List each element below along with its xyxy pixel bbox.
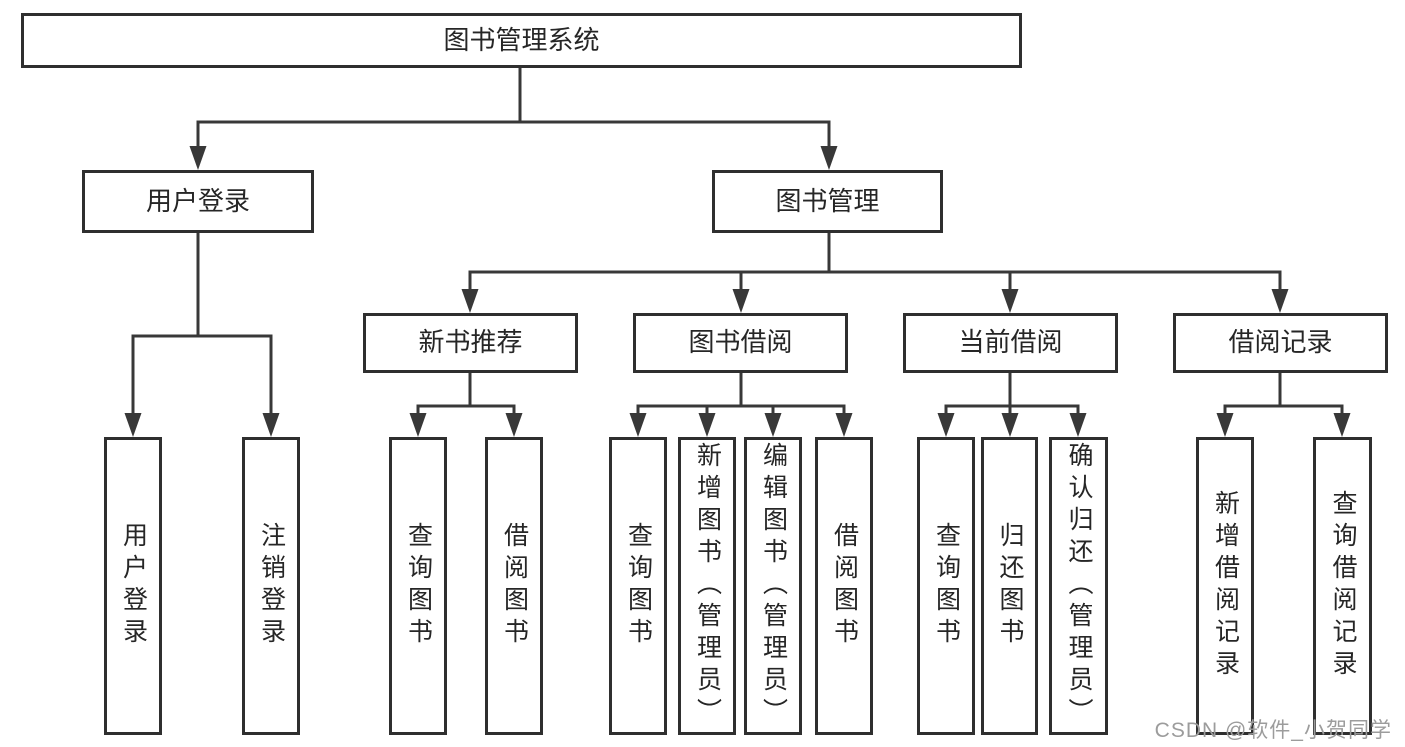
arrowhead-icon bbox=[1069, 413, 1087, 437]
leaf-logout: 注销登录 bbox=[242, 437, 300, 735]
leaf-label: 用户登录 bbox=[119, 522, 148, 650]
leaf-label: 查询图书 bbox=[404, 522, 433, 650]
arrowhead-icon bbox=[937, 413, 955, 437]
arrowhead-icon bbox=[124, 413, 142, 437]
node-user-login: 用户登录 bbox=[82, 170, 314, 233]
node-book-management: 图书管理 bbox=[712, 170, 943, 233]
leaf-user-login: 用户登录 bbox=[104, 437, 162, 735]
leaf-return-book: 归还图书 bbox=[981, 437, 1038, 735]
leaf-borrow-books-recommend: 借阅图书 bbox=[485, 437, 543, 735]
arrowhead-icon bbox=[505, 413, 523, 437]
leaf-borrow-books: 借阅图书 bbox=[815, 437, 873, 735]
leaf-label: 借阅图书 bbox=[500, 522, 529, 650]
node-label: 新书推荐 bbox=[418, 327, 523, 358]
node-label: 用户登录 bbox=[145, 185, 250, 216]
arrowhead-icon bbox=[262, 413, 280, 437]
leaf-add-book-admin: 新增图书（管理员） bbox=[678, 437, 736, 735]
arrowhead-icon bbox=[1216, 413, 1234, 437]
arrowhead-icon bbox=[732, 289, 750, 313]
node-label: 借阅记录 bbox=[1228, 327, 1333, 358]
node-label: 当前借阅 bbox=[958, 327, 1063, 358]
node-current-borrow: 当前借阅 bbox=[903, 313, 1118, 373]
leaf-label: 新增借阅记录 bbox=[1211, 490, 1240, 682]
leaf-confirm-return-admin: 确认归还（管理员） bbox=[1049, 437, 1108, 735]
leaf-query-books-current: 查询图书 bbox=[917, 437, 975, 735]
leaf-label: 注销登录 bbox=[257, 522, 286, 650]
leaf-query-books-borrow: 查询图书 bbox=[609, 437, 667, 735]
arrowhead-icon bbox=[409, 413, 427, 437]
leaf-label: 编辑图书（管理员） bbox=[759, 442, 788, 730]
node-label: 图书管理 bbox=[775, 185, 880, 216]
node-label: 图书管理系统 bbox=[443, 24, 600, 55]
arrowhead-icon bbox=[1333, 413, 1351, 437]
arrowhead-icon bbox=[820, 146, 838, 170]
node-label: 图书借阅 bbox=[688, 327, 793, 358]
node-borrow-records: 借阅记录 bbox=[1173, 313, 1388, 373]
node-new-book-recommend: 新书推荐 bbox=[363, 313, 578, 373]
arrowhead-icon bbox=[764, 413, 782, 437]
arrowhead-icon bbox=[1271, 289, 1289, 313]
arrowhead-icon bbox=[629, 413, 647, 437]
leaf-label: 确认归还（管理员） bbox=[1065, 442, 1093, 730]
leaf-label: 查询图书 bbox=[624, 522, 653, 650]
leaf-label: 查询借阅记录 bbox=[1329, 490, 1357, 682]
csdn-watermark: CSDN @软件_小贺同学 bbox=[1154, 719, 1392, 742]
leaf-label: 借阅图书 bbox=[830, 522, 859, 650]
leaf-label: 新增图书（管理员） bbox=[693, 442, 722, 730]
leaf-query-books-recommend: 查询图书 bbox=[389, 437, 447, 735]
leaf-edit-book-admin: 编辑图书（管理员） bbox=[744, 437, 802, 735]
arrowhead-icon bbox=[1001, 413, 1019, 437]
leaf-label: 归还图书 bbox=[996, 522, 1024, 650]
arrowhead-icon bbox=[698, 413, 716, 437]
arrowhead-icon bbox=[835, 413, 853, 437]
leaf-query-borrow-record: 查询借阅记录 bbox=[1313, 437, 1372, 735]
arrowhead-icon bbox=[189, 146, 207, 170]
node-library-system: 图书管理系统 bbox=[21, 13, 1022, 68]
arrowhead-icon bbox=[1001, 289, 1019, 313]
leaf-add-borrow-record: 新增借阅记录 bbox=[1196, 437, 1254, 735]
leaf-label: 查询图书 bbox=[932, 522, 961, 650]
arrowhead-icon bbox=[461, 289, 479, 313]
node-book-borrow: 图书借阅 bbox=[633, 313, 848, 373]
